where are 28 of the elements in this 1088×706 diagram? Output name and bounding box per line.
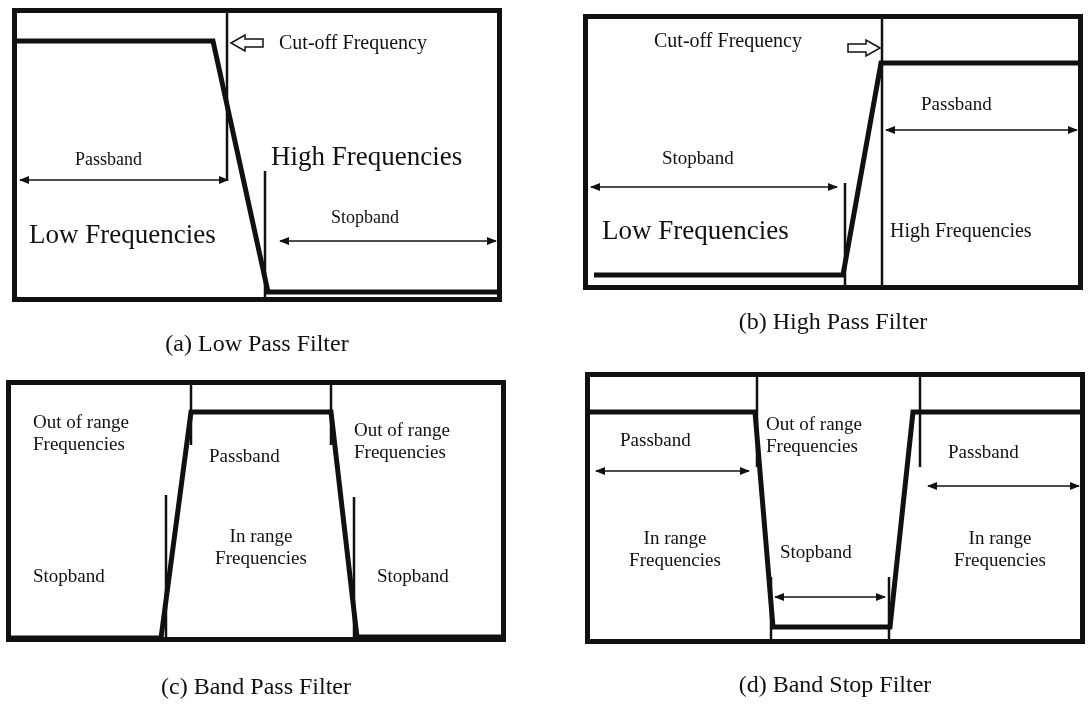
band-label: Passband: [209, 445, 280, 467]
panel-caption: (b) High Pass Filter: [737, 308, 929, 335]
filter-panel: [583, 14, 1083, 290]
panel-caption: (d) Band Stop Filter: [737, 671, 933, 698]
band-label: Stopband: [33, 565, 105, 587]
band-label: Out of range Frequencies: [33, 411, 131, 455]
band-label: In range Frequencies: [953, 527, 1047, 571]
band-label: Stopband: [662, 147, 734, 169]
filter-panel: [585, 372, 1085, 644]
panel-caption: (a) Low Pass Filter: [164, 330, 350, 357]
band-label: Low Frequencies: [29, 219, 216, 251]
band-label: Out of range Frequencies: [354, 419, 452, 463]
band-label: Cut-off Frequency: [279, 31, 427, 54]
band-label: Stopband: [780, 541, 852, 563]
band-label: Passband: [620, 429, 691, 451]
band-label: Stopband: [331, 207, 399, 228]
panel-caption: (c) Band Pass Filter: [160, 673, 352, 700]
band-label: In range Frequencies: [214, 525, 308, 569]
band-label: Stopband: [377, 565, 449, 587]
band-label: High Frequencies: [271, 141, 463, 173]
band-label: Passband: [921, 93, 992, 115]
band-label: Passband: [75, 149, 142, 170]
band-label: Passband: [948, 441, 1019, 463]
band-label: In range Frequencies: [628, 527, 722, 571]
band-label: Out of range Frequencies: [766, 413, 864, 457]
band-label: Low Frequencies: [602, 215, 789, 247]
band-label: High Frequencies: [890, 219, 1032, 242]
band-label: Cut-off Frequency: [654, 29, 802, 52]
